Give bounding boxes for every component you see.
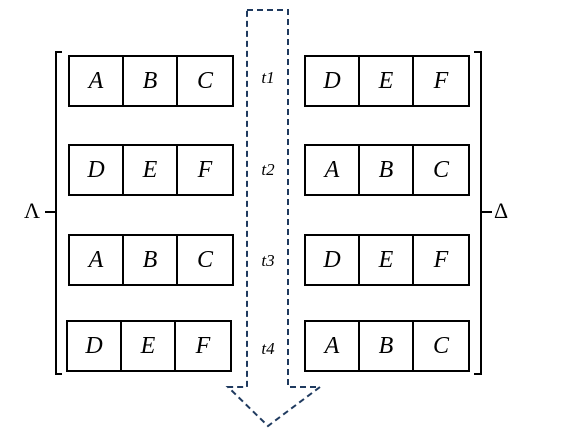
right-row-1: D E F	[304, 55, 470, 107]
left-row-1-cell-1: A	[70, 57, 124, 105]
right-row-1-cell-2: E	[360, 57, 414, 105]
right-group-symbol: Δ	[494, 198, 509, 223]
left-row-3: A B C	[68, 234, 234, 286]
left-row-4-cell-1: D	[68, 322, 122, 370]
left-row-3-cell-1: A	[70, 236, 124, 284]
left-row-3-cell-2: B	[124, 236, 178, 284]
right-row-4-cell-3: C	[432, 332, 449, 359]
left-row-1-cell-2: B	[124, 57, 178, 105]
left-row-2-cell-2: E	[124, 146, 178, 194]
time-step-2: t2	[261, 160, 275, 179]
left-group-symbol: Λ	[24, 198, 40, 223]
right-row-1-cell-3: F	[433, 67, 449, 94]
left-row-4: D E F	[66, 320, 232, 372]
left-row-1-cell-3: C	[196, 67, 213, 94]
right-row-1-cell-1: D	[306, 57, 360, 105]
right-row-4-cell-1: A	[306, 322, 360, 370]
left-bracket	[55, 51, 62, 375]
time-step-1: t1	[261, 68, 275, 87]
right-row-2-cell-2: B	[360, 146, 414, 194]
time-arrow	[225, 9, 323, 428]
left-row-4-cell-3: F	[195, 332, 211, 359]
right-row-2-cell-3: C	[432, 156, 449, 183]
time-step-4: t4	[261, 339, 275, 358]
left-row-1: A B C	[68, 55, 234, 107]
left-row-4-cell-2: E	[122, 322, 176, 370]
right-row-3-cell-3: F	[433, 246, 449, 273]
right-row-3-cell-2: E	[360, 236, 414, 284]
left-row-2-cell-3: F	[197, 156, 213, 183]
right-row-3: D E F	[304, 234, 470, 286]
right-row-4: A B C	[304, 320, 470, 372]
time-step-3: t3	[261, 251, 275, 270]
left-row-3-cell-3: C	[196, 246, 213, 273]
left-row-2-cell-1: D	[70, 146, 124, 194]
right-row-2-cell-1: A	[306, 146, 360, 194]
left-row-2: D E F	[68, 144, 234, 196]
right-row-4-cell-2: B	[360, 322, 414, 370]
right-row-2: A B C	[304, 144, 470, 196]
right-bracket	[474, 51, 482, 375]
right-row-3-cell-1: D	[306, 236, 360, 284]
